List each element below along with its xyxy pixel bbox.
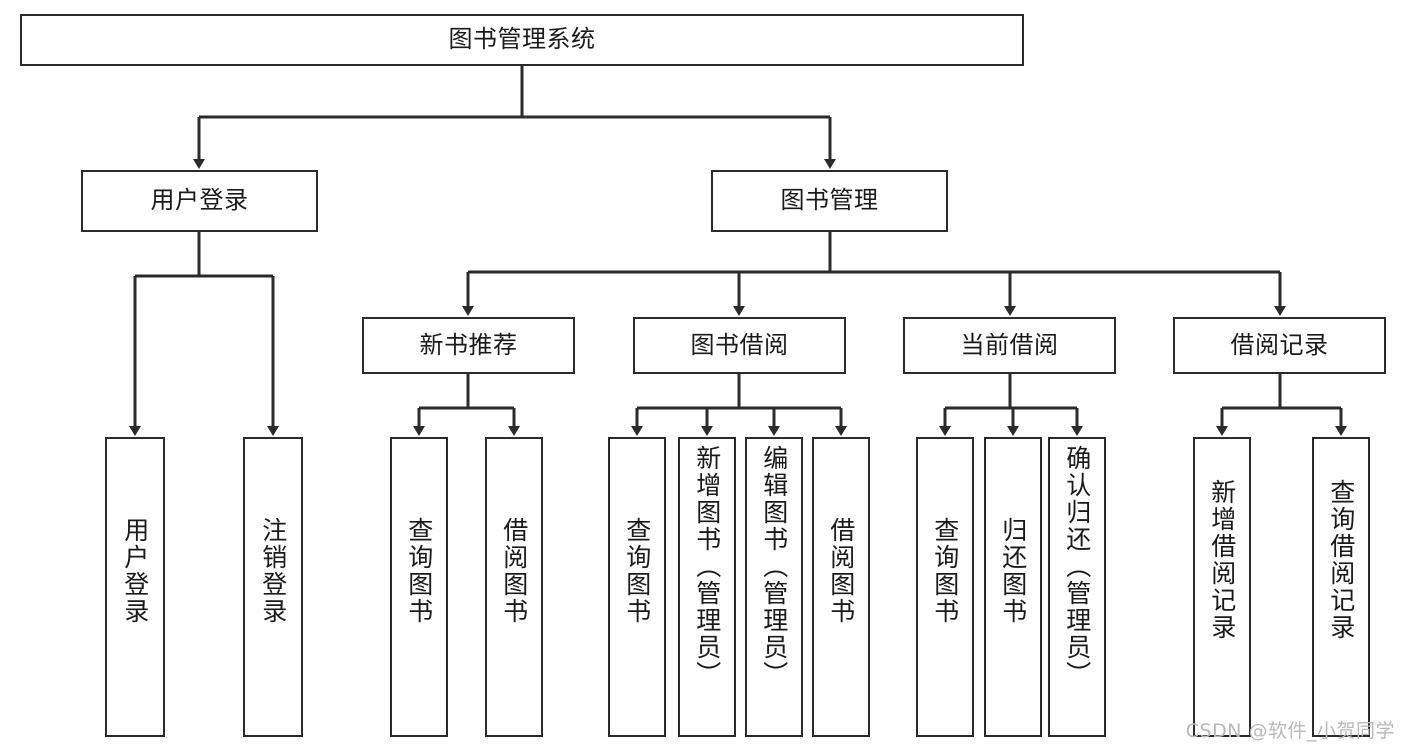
node-leaf-add-record-label: 新增借阅记录 (1207, 479, 1237, 641)
node-user-login-label: 用户登录 (150, 186, 249, 215)
node-leaf-query-book-1[interactable]: 查询图书 (390, 437, 448, 737)
node-new-book-rec[interactable]: 新书推荐 (362, 317, 575, 374)
node-leaf-add-book-label: 新增图书（管理员） (692, 445, 722, 688)
node-leaf-user-login-label: 用户登录 (120, 517, 150, 625)
node-leaf-edit-book[interactable]: 编辑图书（管理员） (745, 437, 803, 737)
node-book-borrow-label: 图书借阅 (690, 330, 789, 359)
node-leaf-add-book[interactable]: 新增图书（管理员） (678, 437, 736, 737)
node-leaf-borrow-book-2-label: 借阅图书 (826, 517, 856, 625)
node-borrow-record-label: 借阅记录 (1230, 330, 1329, 359)
node-leaf-user-login[interactable]: 用户登录 (105, 437, 165, 737)
node-leaf-return-book[interactable]: 归还图书 (984, 437, 1042, 737)
node-leaf-query-book-1-label: 查询图书 (404, 517, 434, 625)
watermark-text: CSDN @软件_小贺同学 (1185, 720, 1395, 742)
node-leaf-edit-book-label: 编辑图书（管理员） (759, 445, 789, 688)
node-new-book-rec-label: 新书推荐 (419, 330, 518, 359)
node-user-login[interactable]: 用户登录 (81, 170, 318, 232)
node-leaf-logout[interactable]: 注销登录 (243, 437, 303, 737)
node-leaf-query-book-3-label: 查询图书 (930, 517, 960, 625)
node-leaf-borrow-book-1[interactable]: 借阅图书 (485, 437, 543, 737)
node-leaf-confirm-return[interactable]: 确认归还（管理员） (1048, 437, 1106, 737)
node-leaf-add-record[interactable]: 新增借阅记录 (1193, 437, 1251, 737)
node-root[interactable]: 图书管理系统 (20, 14, 1024, 66)
node-leaf-logout-label: 注销登录 (258, 517, 288, 625)
node-borrow-record[interactable]: 借阅记录 (1173, 317, 1386, 374)
node-book-manage-label: 图书管理 (780, 186, 879, 215)
node-leaf-borrow-book-2[interactable]: 借阅图书 (812, 437, 870, 737)
node-leaf-query-book-2[interactable]: 查询图书 (608, 437, 666, 737)
node-book-manage[interactable]: 图书管理 (711, 170, 948, 232)
node-leaf-query-record-label: 查询借阅记录 (1326, 479, 1356, 641)
node-root-label: 图书管理系统 (448, 25, 596, 54)
node-leaf-query-record[interactable]: 查询借阅记录 (1312, 437, 1370, 737)
node-current-borrow-label: 当前借阅 (960, 330, 1059, 359)
node-book-borrow[interactable]: 图书借阅 (633, 317, 846, 374)
node-current-borrow[interactable]: 当前借阅 (903, 317, 1116, 374)
node-leaf-return-book-label: 归还图书 (998, 517, 1028, 625)
node-leaf-confirm-return-label: 确认归还（管理员） (1062, 445, 1092, 688)
node-leaf-query-book-3[interactable]: 查询图书 (916, 437, 974, 737)
node-leaf-query-book-2-label: 查询图书 (622, 517, 652, 625)
node-leaf-borrow-book-1-label: 借阅图书 (499, 517, 529, 625)
